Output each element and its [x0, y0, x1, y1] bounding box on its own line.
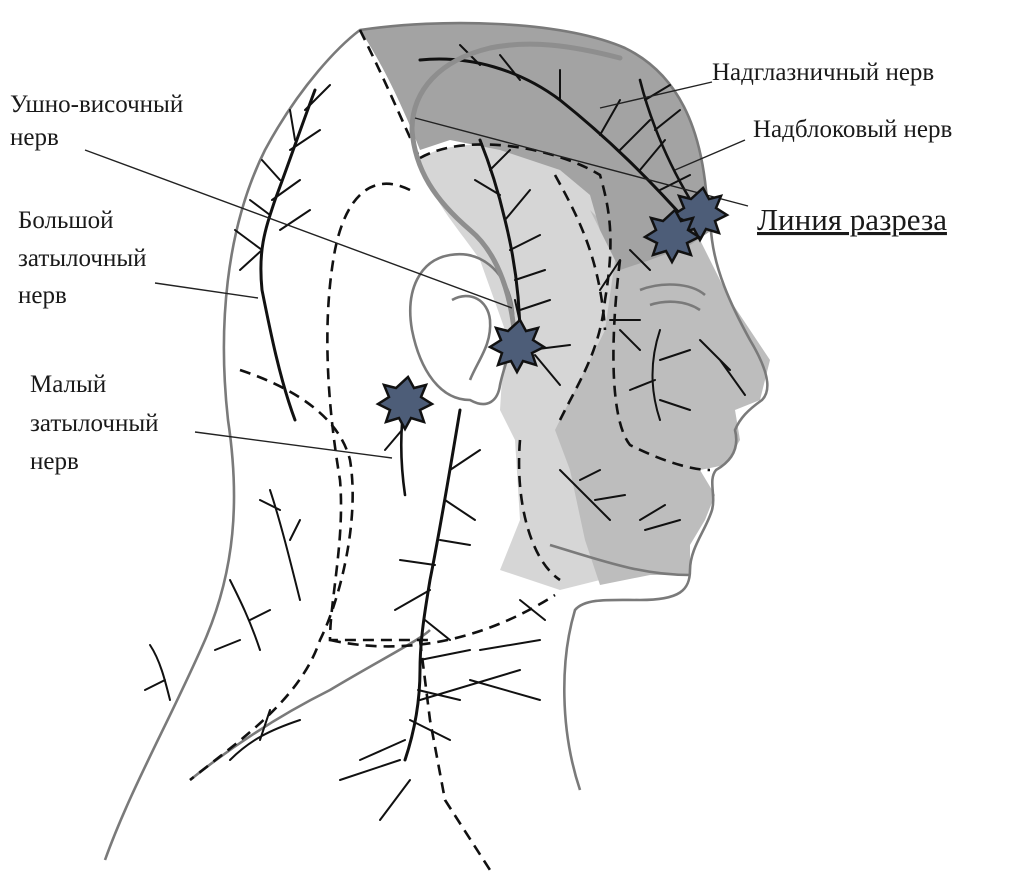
- star-burst-icon: [490, 320, 544, 372]
- label-greater-occipital-line1: Большой: [18, 207, 114, 234]
- label-lesser-occipital-line2: затылочный: [30, 410, 159, 437]
- label-lesser-occipital-line3: нерв: [30, 448, 79, 475]
- label-greater-occipital-line3: нерв: [18, 282, 67, 309]
- label-auriculotemporal-line1: Ушно-височный: [10, 91, 183, 118]
- label-greater-occipital-line2: затылочный: [18, 245, 147, 272]
- label-supratrochlear-nerve: Надблоковый нерв: [753, 116, 952, 143]
- star-burst-icon: [645, 210, 699, 262]
- shaded-zones: [360, 23, 770, 590]
- label-auriculotemporal-line2: нерв: [10, 124, 59, 151]
- label-supraorbital-nerve: Надглазничный нерв: [712, 59, 934, 86]
- label-incision-line: Линия разреза: [757, 202, 947, 237]
- label-lesser-occipital-line1: Малый: [30, 371, 106, 398]
- star-burst-icon: [378, 377, 432, 429]
